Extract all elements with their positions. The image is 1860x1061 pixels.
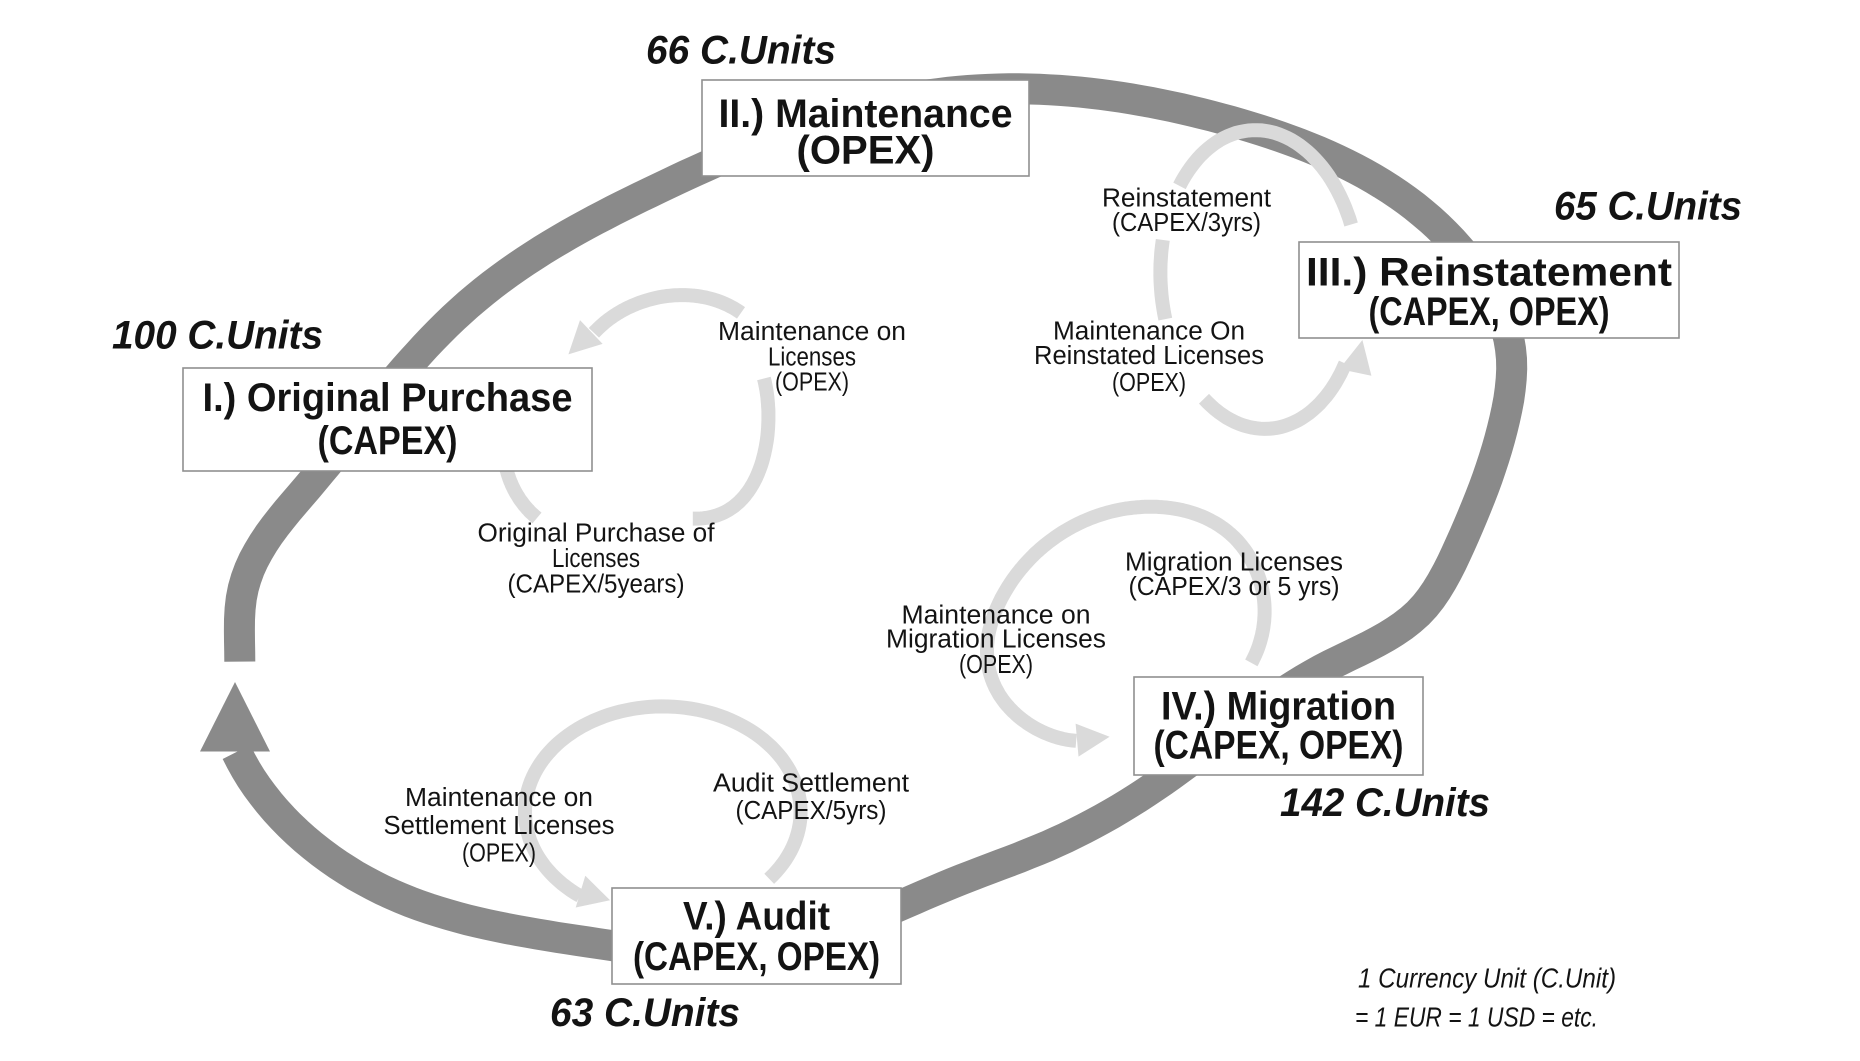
svg-text:IV.) Migration: IV.) Migration — [1161, 684, 1396, 728]
svg-text:(CAPEX/5years): (CAPEX/5years) — [508, 571, 685, 599]
svg-text:100 C.Units: 100 C.Units — [112, 313, 323, 357]
svg-text:(CAPEX, OPEX): (CAPEX, OPEX) — [1369, 290, 1610, 334]
svg-text:Maintenance on: Maintenance on — [902, 601, 1091, 629]
svg-text:(OPEX): (OPEX) — [1112, 369, 1186, 397]
svg-text:(CAPEX/3yrs): (CAPEX/3yrs) — [1112, 209, 1261, 237]
svg-text:= 1 EUR = 1 USD = etc.: = 1 EUR = 1 USD = etc. — [1355, 1001, 1598, 1032]
svg-text:142 C.Units: 142 C.Units — [1280, 781, 1490, 825]
svg-text:(CAPEX, OPEX): (CAPEX, OPEX) — [1154, 724, 1404, 768]
svg-text:(CAPEX/3 or 5 yrs): (CAPEX/3 or 5 yrs) — [1129, 573, 1340, 601]
svg-text:(OPEX): (OPEX) — [775, 369, 849, 397]
svg-text:(CAPEX/5yrs): (CAPEX/5yrs) — [736, 797, 887, 825]
svg-text:Reinstated Licenses: Reinstated Licenses — [1034, 342, 1264, 370]
svg-text:Maintenance On: Maintenance On — [1053, 318, 1245, 346]
svg-text:Licenses: Licenses — [768, 343, 856, 371]
svg-text:II.) Maintenance: II.) Maintenance — [719, 92, 1013, 136]
svg-text:(CAPEX, OPEX): (CAPEX, OPEX) — [633, 935, 880, 979]
svg-text:Reinstatement: Reinstatement — [1102, 184, 1271, 212]
svg-text:Licenses: Licenses — [552, 545, 640, 573]
svg-text:Maintenance on: Maintenance on — [405, 784, 593, 812]
svg-text:Migration Licenses: Migration Licenses — [886, 626, 1106, 654]
svg-text:66 C.Units: 66 C.Units — [646, 28, 836, 72]
svg-text:(CAPEX): (CAPEX) — [318, 419, 458, 463]
svg-text:III.) Reinstatement: III.) Reinstatement — [1306, 250, 1672, 294]
svg-text:Original Purchase of: Original Purchase of — [478, 520, 716, 548]
svg-text:Settlement Licenses: Settlement Licenses — [384, 812, 615, 840]
svg-text:(OPEX): (OPEX) — [462, 840, 536, 868]
svg-text:I.) Original Purchase: I.) Original Purchase — [203, 376, 573, 420]
svg-text:Audit Settlement: Audit Settlement — [713, 770, 909, 798]
svg-text:Maintenance on: Maintenance on — [718, 318, 906, 346]
svg-text:(OPEX): (OPEX) — [959, 651, 1033, 679]
svg-text:63 C.Units: 63 C.Units — [550, 991, 740, 1035]
svg-text:Migration Licenses: Migration Licenses — [1125, 548, 1343, 576]
svg-text:65 C.Units: 65 C.Units — [1554, 185, 1742, 229]
svg-text:1 Currency Unit (C.Unit): 1 Currency Unit (C.Unit) — [1358, 963, 1616, 994]
svg-text:(OPEX): (OPEX) — [797, 129, 935, 173]
svg-text:V.) Audit: V.) Audit — [683, 894, 830, 938]
